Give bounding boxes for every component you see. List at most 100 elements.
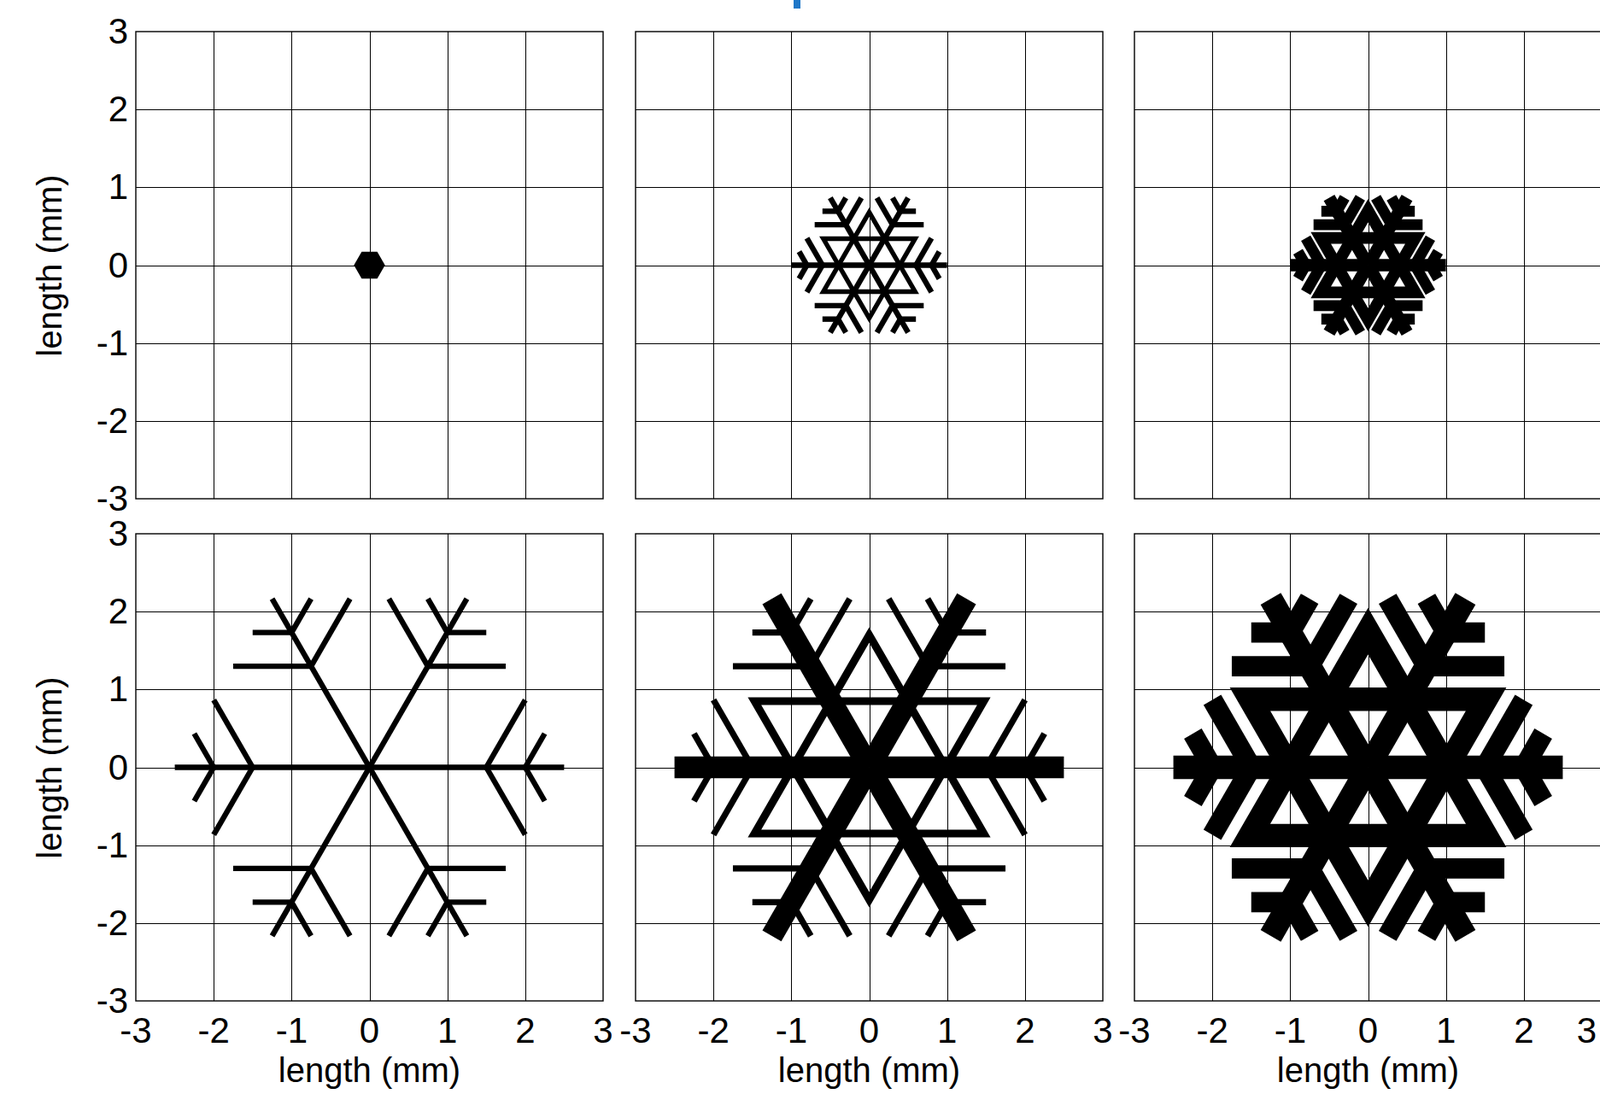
crystal-arm — [830, 265, 870, 334]
crystal-branch — [892, 222, 924, 228]
grid-line — [135, 187, 604, 188]
grid-line — [525, 31, 527, 499]
crystal-branch — [1523, 767, 1544, 802]
crystal-branch — [1523, 733, 1544, 768]
crystal-arm — [869, 265, 909, 334]
tick-label: -3 — [96, 480, 129, 517]
crystal-branch — [427, 663, 506, 669]
snowflake — [353, 252, 385, 280]
snowflake — [1289, 198, 1446, 334]
crystal-branch — [838, 319, 846, 334]
crystal-branch — [877, 305, 893, 334]
tick-label: 0 — [108, 750, 129, 786]
axis-title: length (mm) — [32, 676, 67, 859]
crystal-branch — [752, 899, 792, 906]
crystal-branch — [752, 629, 792, 636]
snowflake — [1173, 598, 1564, 937]
tick-label: 2 — [108, 593, 129, 630]
crystal-arm — [369, 764, 565, 770]
tick-label: 0 — [108, 247, 129, 284]
tick-label: -1 — [96, 325, 129, 362]
plot-panel — [635, 533, 1103, 1002]
crystal-branch — [892, 198, 901, 212]
crystal-branch — [845, 305, 862, 334]
plot-frame — [1134, 31, 1600, 499]
crystal-arm — [869, 598, 968, 768]
crystal-branch — [233, 866, 311, 872]
grid-line — [135, 109, 604, 111]
tick-label: -1 — [96, 827, 129, 864]
crystal-branch — [822, 316, 839, 322]
crystal-branch — [1025, 767, 1045, 802]
grid-line — [947, 31, 949, 499]
plot-frame — [635, 533, 1103, 1002]
plot-panel — [635, 31, 1103, 499]
tick-label: 3 — [1092, 1013, 1113, 1050]
grid-line — [135, 611, 604, 613]
grid-line — [1446, 31, 1448, 499]
crystal-branch — [915, 238, 932, 266]
crystal-branch — [985, 700, 1026, 768]
crystal-branch — [310, 868, 351, 937]
crystal-branch — [900, 316, 916, 322]
plot-frame — [635, 31, 1103, 499]
grid-line — [635, 187, 1103, 188]
grid-line — [635, 923, 1103, 925]
tick-label: 3 — [1576, 1013, 1597, 1050]
tick-label: 3 — [592, 1013, 613, 1050]
crystal-branch — [693, 733, 714, 768]
crystal-branch — [791, 598, 811, 633]
crystal-branch — [388, 868, 428, 937]
crystal-branch — [447, 899, 487, 905]
snowflake — [674, 598, 1065, 937]
crystal-branch — [213, 700, 253, 768]
grid-line — [1134, 109, 1600, 111]
axis-title: length (mm) — [32, 174, 67, 357]
crystal-branch — [1391, 299, 1423, 311]
crystal-branch — [931, 265, 939, 280]
crystal-branch — [1430, 252, 1438, 266]
grid-line — [635, 689, 1103, 691]
grid-line — [635, 343, 1103, 345]
tick-label: -1 — [775, 1013, 808, 1050]
crystal-branch — [732, 662, 811, 669]
crystal-branch — [931, 252, 939, 266]
tick-label: -2 — [1195, 1013, 1228, 1050]
crystal-branch — [1289, 598, 1310, 633]
grid-line — [635, 421, 1103, 422]
grid-line — [135, 343, 604, 345]
crystal-branch — [486, 700, 526, 768]
crystal-branch — [1321, 205, 1337, 217]
grid-line — [1523, 31, 1525, 499]
tick-label: 0 — [359, 1013, 380, 1050]
crystal-branch — [892, 303, 924, 309]
crystal-branch — [427, 866, 506, 872]
crystal-branch — [888, 868, 928, 937]
grid-line — [135, 845, 604, 847]
crystal-branch — [814, 222, 846, 228]
tick-label: -2 — [96, 403, 129, 440]
crystal-branch — [810, 598, 850, 667]
tick-label: 0 — [859, 1013, 880, 1050]
grid-line — [1134, 187, 1600, 188]
crystal-branch — [291, 902, 311, 936]
crystal-branch — [193, 767, 214, 802]
crystal-branch — [947, 629, 987, 636]
crystal-branch — [1426, 656, 1505, 677]
tick-label: -2 — [96, 905, 129, 942]
crystal-branch — [1426, 858, 1505, 880]
crystal-branch — [1192, 767, 1213, 802]
crystal-branch — [807, 265, 823, 294]
grid-line — [635, 611, 1103, 613]
crystal-hexagon — [353, 252, 385, 280]
crystal-branch — [525, 733, 546, 768]
crystal-branch — [798, 252, 807, 266]
crystal-arm — [1368, 198, 1408, 266]
tick-label: 1 — [1435, 1013, 1456, 1050]
tick-label: 2 — [1513, 1013, 1534, 1050]
crystal-arm — [369, 598, 468, 768]
tick-label: 3 — [108, 515, 129, 552]
crystal-branch — [252, 629, 293, 635]
title-fragment — [793, 0, 801, 9]
tick-label: 3 — [108, 13, 129, 50]
